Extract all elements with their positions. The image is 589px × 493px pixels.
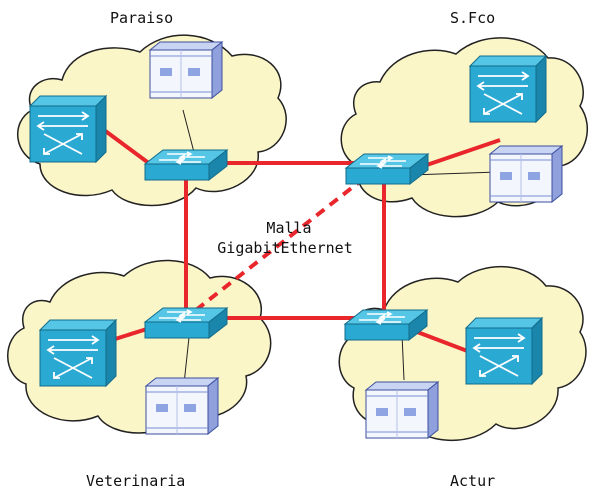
paraiso-layer3-switch-icon xyxy=(29,95,107,163)
site-label-actur: Actur xyxy=(450,472,495,490)
paraiso-server-rack-icon xyxy=(149,41,223,99)
sfco-layer3-switch-icon xyxy=(469,55,547,123)
link-veterinaria-l3 xyxy=(111,326,151,342)
mesh-label-line2: GigabitEthernet xyxy=(217,239,352,257)
site-label-paraiso: Paraiso xyxy=(110,9,173,27)
link-veterinaria-sfco-dashed xyxy=(194,170,374,312)
mesh-links xyxy=(94,122,501,354)
paraiso-layer2-switch-icon xyxy=(144,149,228,181)
veterinaria-layer2-switch-icon xyxy=(144,307,228,339)
site-label-veterinaria: Veterinaria xyxy=(86,472,185,490)
link-actur-l3 xyxy=(411,328,471,354)
sfco-layer2-switch-icon xyxy=(345,153,429,185)
mesh-label-line1: Malla xyxy=(266,219,311,237)
site-label-sfco: S.Fco xyxy=(450,9,495,27)
actur-layer2-switch-icon xyxy=(344,309,428,341)
actur-server-rack-icon xyxy=(365,381,439,439)
sfco-server-rack-icon xyxy=(489,145,563,203)
veterinaria-server-rack-icon xyxy=(145,377,219,435)
veterinaria-layer3-switch-icon xyxy=(39,319,117,387)
actur-layer3-switch-icon xyxy=(465,317,543,385)
